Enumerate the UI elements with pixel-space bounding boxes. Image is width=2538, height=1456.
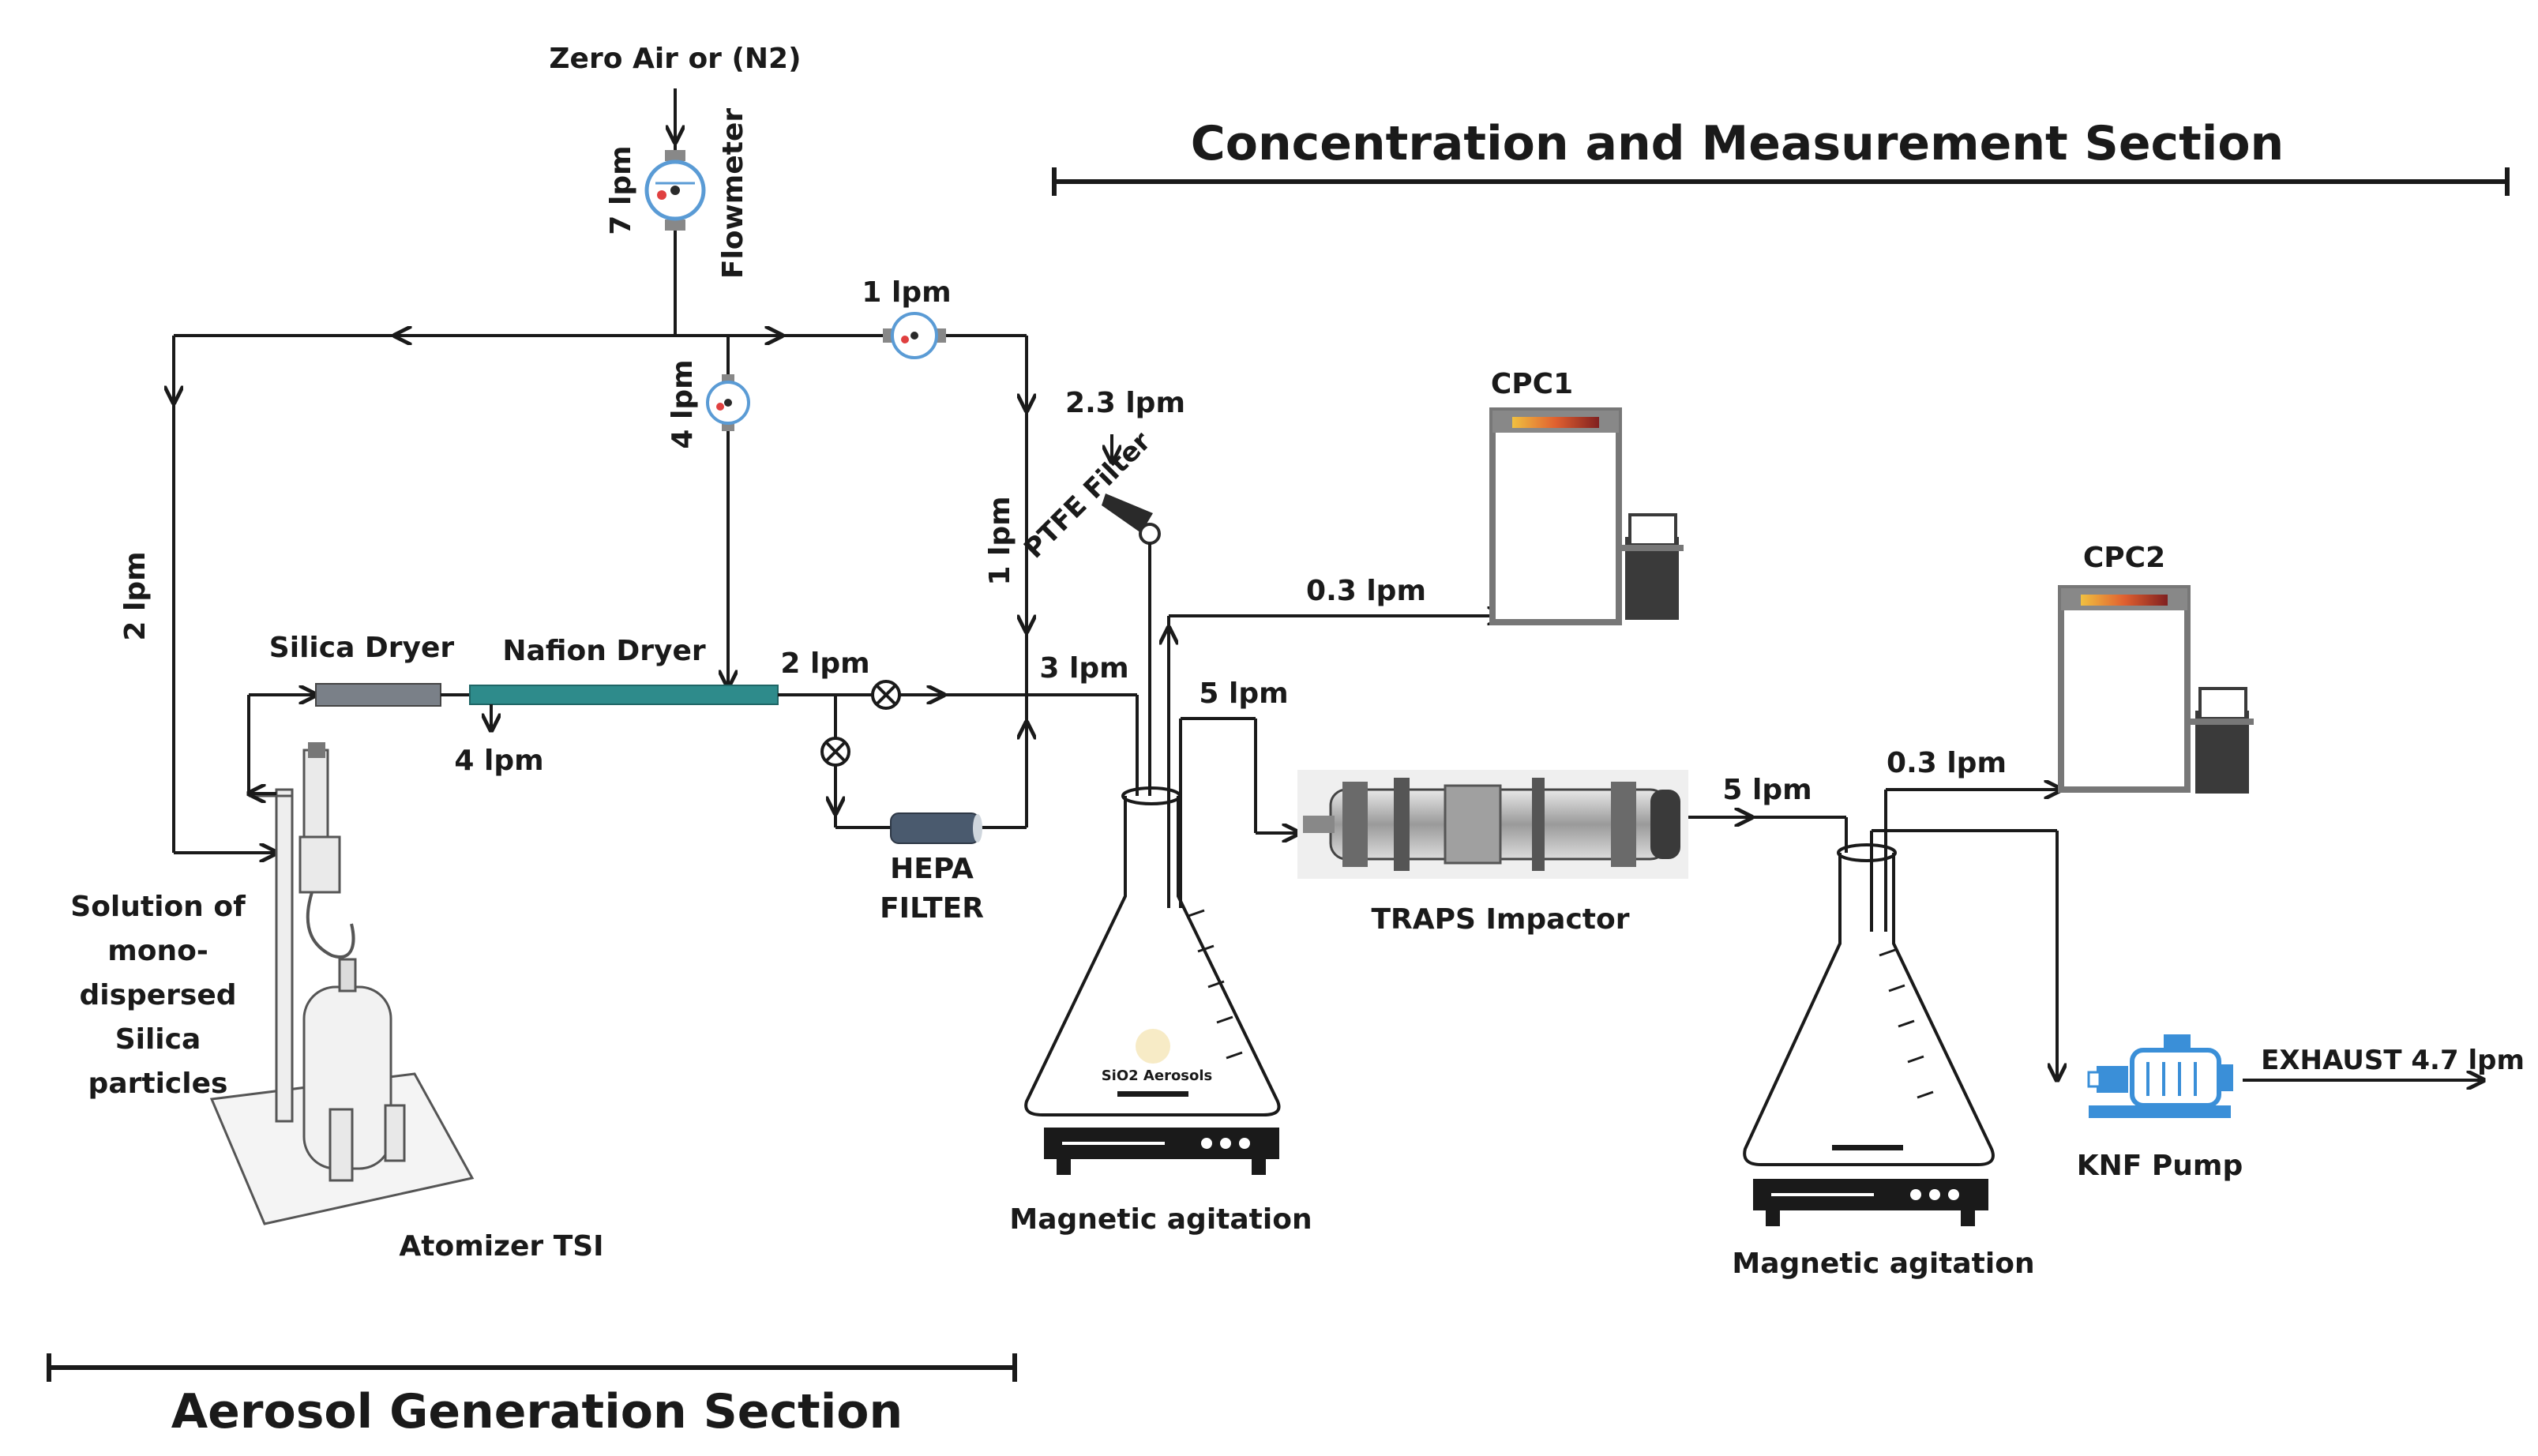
solution-label-line5: particles xyxy=(88,1068,228,1100)
section-title-generation: Aerosol Generation Section xyxy=(171,1384,903,1439)
flowmeter-icon xyxy=(644,150,706,231)
valve-icon-hepa xyxy=(820,737,850,767)
zero-air-label: Zero Air or (N2) xyxy=(549,43,801,75)
erlenmeyer-flask-1 xyxy=(1024,786,1281,1116)
solution-label-line3: dispersed xyxy=(79,979,236,1011)
magnetic-stirrer-2-icon xyxy=(1753,1179,1988,1226)
flow-label-5lpm-b: 5 lpm xyxy=(1722,774,1812,806)
section-bar-top xyxy=(1052,167,2510,196)
magnetic-agitation-label-1: Magnetic agitation xyxy=(1009,1203,1312,1236)
traps-impactor-icon xyxy=(1297,770,1688,879)
sio2-aerosols-label: SiO2 Aerosols xyxy=(1102,1068,1213,1084)
silica-dryer-label: Silica Dryer xyxy=(269,632,455,664)
flow-label-03lpm-a: 0.3 lpm xyxy=(1306,575,1426,607)
solution-label-line2: mono- xyxy=(107,935,208,967)
traps-impactor-label: TRAPS Impactor xyxy=(1372,903,1630,936)
flowmeter-label: Flowmeter xyxy=(717,108,749,279)
hepa-label-1: HEPA xyxy=(890,853,974,885)
atomizer-label: Atomizer TSI xyxy=(399,1230,603,1263)
cpc1-instrument-icon xyxy=(1489,407,1684,625)
cpc2-label: CPC2 xyxy=(2083,542,2165,574)
flow-label-3lpm: 3 lpm xyxy=(1039,652,1128,685)
knf-pump-label: KNF Pump xyxy=(2077,1150,2243,1182)
flow-label-2lpm-left: 2 lpm xyxy=(119,551,152,640)
nafion-dryer-label: Nafion Dryer xyxy=(502,635,706,667)
hepa-filter-icon xyxy=(890,812,982,844)
nafion-dryer-icon xyxy=(469,685,779,705)
flow-label-03lpm-b: 0.3 lpm xyxy=(1887,747,2007,779)
flow-label-2lpm-mid: 2 lpm xyxy=(780,647,869,680)
silica-dryer-icon xyxy=(315,683,441,707)
flow-label-4lpm-out: 4 lpm xyxy=(454,745,543,777)
exhaust-label: EXHAUST 4.7 lpm xyxy=(2261,1045,2525,1076)
ptfe-filter-label: PTFE Filter xyxy=(1018,426,1157,565)
flow-label-5lpm-a: 5 lpm xyxy=(1199,677,1288,710)
flow-label-1lpm-right: 1 lpm xyxy=(984,496,1016,585)
magnetic-agitation-label-2: Magnetic agitation xyxy=(1732,1248,2034,1280)
solution-label-line4: Silica xyxy=(115,1023,201,1056)
section-title-concentration: Concentration and Measurement Section xyxy=(1191,116,2285,171)
solution-label-line1: Solution of xyxy=(70,891,246,923)
atomizer-icon xyxy=(209,742,475,1225)
flowmeter-icon-4lpm xyxy=(706,374,750,431)
cpc2-instrument-icon xyxy=(2058,585,2254,794)
magnetic-stirrer-1-icon xyxy=(1044,1128,1279,1175)
valve-icon-main xyxy=(871,680,901,710)
flowmeter-icon-1lpm xyxy=(883,312,946,359)
flow-label-4lpm-vert: 4 lpm xyxy=(666,359,699,448)
erlenmeyer-flask-2 xyxy=(1743,843,1995,1166)
cpc1-label: CPC1 xyxy=(1491,368,1573,400)
knf-pump-icon xyxy=(2087,1034,2233,1118)
hepa-label-2: FILTER xyxy=(880,892,984,925)
ptfe-filter-icon xyxy=(1102,493,1161,545)
flow-label-7lpm: 7 lpm xyxy=(605,145,637,235)
section-bar-bottom xyxy=(47,1353,1017,1382)
flow-label-23lpm: 2.3 lpm xyxy=(1065,387,1185,419)
flow-label-1lpm-top: 1 lpm xyxy=(862,276,951,309)
